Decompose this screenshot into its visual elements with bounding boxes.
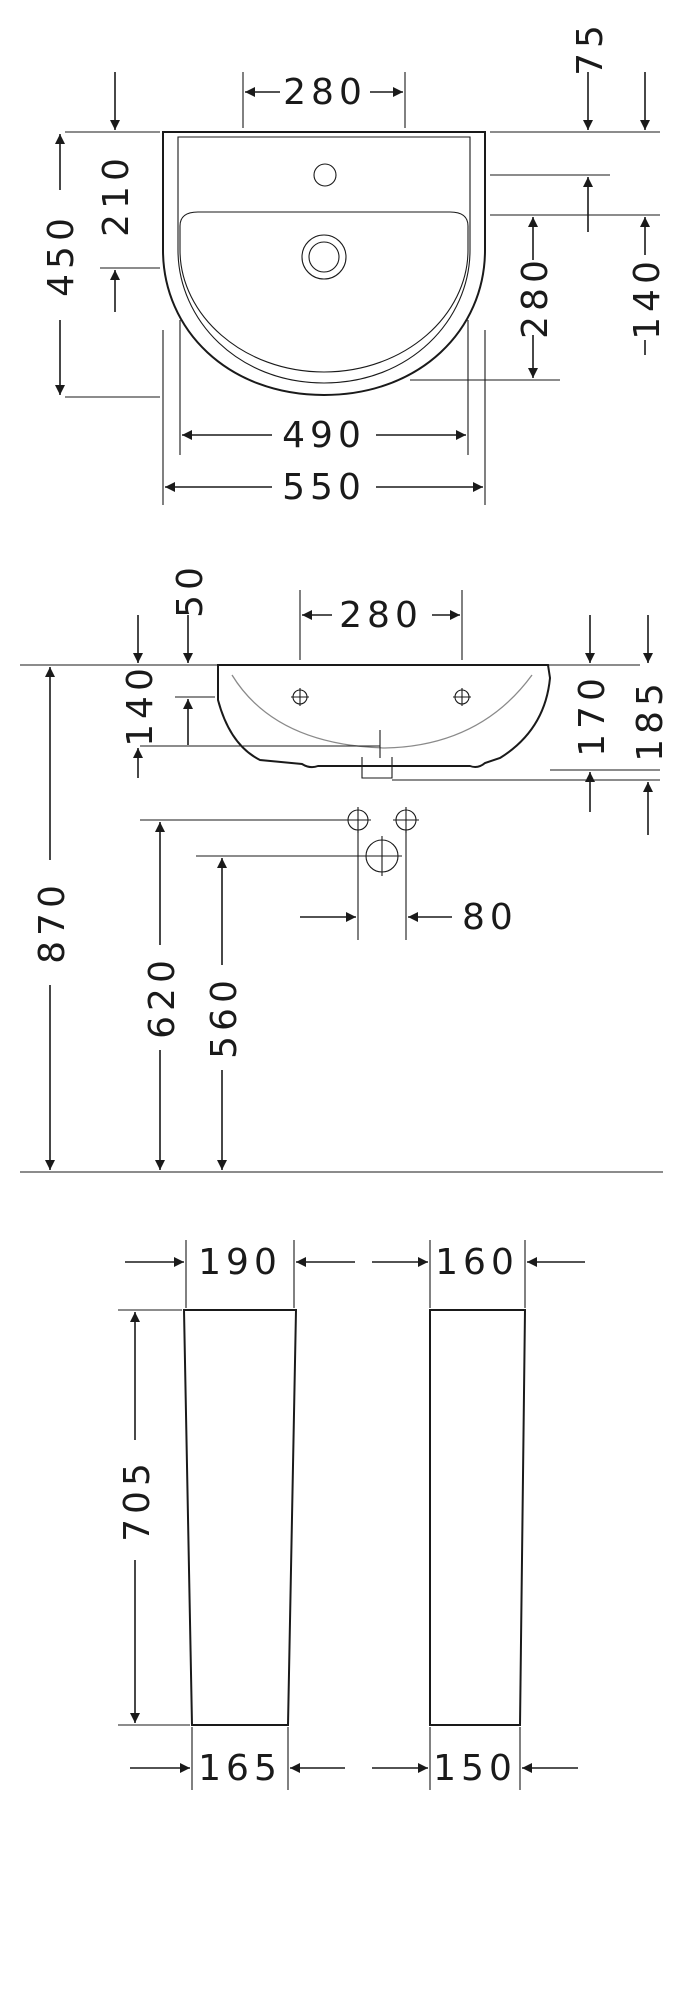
drain-outer-icon	[301, 234, 347, 280]
dim-pedestal-side-top-width: 160	[435, 1242, 519, 1283]
dim-overflow-offset: 75	[570, 20, 611, 76]
tap-hole-right-icon	[453, 688, 471, 706]
pedestal-side-outline	[429, 1309, 527, 1726]
pedestal-front-outline	[182, 1309, 298, 1726]
dim-tap-to-back: 210	[96, 153, 137, 237]
dim-pedestal-side-bottom-width: 150	[433, 1748, 517, 1789]
top-view: 280 210 450 75 280 140 490 550	[41, 20, 668, 508]
basin-outline-top	[162, 131, 486, 397]
side-view: 280 50 140 170 185 870 620 560 80	[20, 562, 671, 1173]
dim-supply-spacing: 80	[462, 897, 518, 938]
dim-total-height: 185	[630, 678, 671, 762]
drain-inner-icon	[308, 241, 340, 273]
dim-supply-height: 620	[142, 955, 183, 1039]
dim-pedestal-top-width: 190	[198, 1242, 282, 1283]
dim-pedestal-bottom-width: 165	[198, 1748, 282, 1789]
bowl-top	[179, 211, 469, 373]
dim-front-offset: 140	[627, 256, 668, 340]
drain-body-icon	[361, 757, 393, 779]
dim-side-tap-spacing: 280	[339, 595, 423, 636]
pedestal-front-view: 190 705 165	[117, 1240, 355, 1790]
dim-width: 550	[282, 467, 366, 508]
tap-hole-left-icon	[291, 688, 309, 706]
dim-depth: 450	[41, 213, 82, 297]
dim-top-tap-spacing: 280	[283, 72, 367, 113]
dim-tap-height: 140	[120, 663, 161, 747]
dim-pedestal-height: 705	[117, 1458, 158, 1542]
dim-bowl-width: 490	[282, 415, 366, 456]
dim-mount-height: 870	[32, 880, 73, 964]
basin-outline-side	[217, 664, 552, 769]
supply-right-icon	[393, 807, 419, 833]
dim-bowl-height: 170	[572, 673, 613, 757]
dim-waste-height: 560	[204, 975, 245, 1059]
basin-inner-rim	[177, 136, 471, 384]
pedestal-side-view: 160 150	[372, 1240, 585, 1790]
dim-bowl-depth: 280	[515, 255, 556, 339]
tap-hole-icon	[313, 163, 337, 187]
bowl-interior-curve	[231, 674, 533, 749]
dim-rim-depth: 50	[170, 562, 211, 618]
